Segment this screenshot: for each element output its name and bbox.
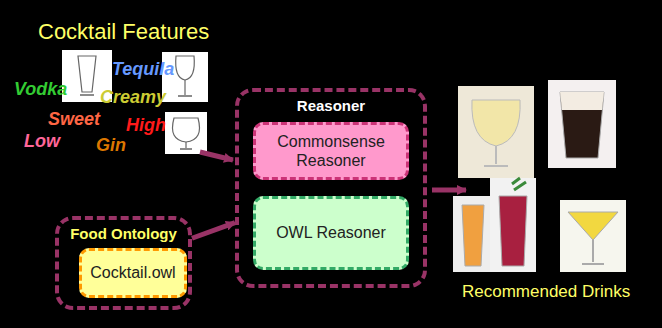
process-box: Commonsense Reasoner <box>253 122 409 180</box>
feature-word: High <box>126 116 166 136</box>
box-text: OWL Reasoner <box>276 223 386 242</box>
file-box: Cocktail.owl <box>79 248 187 298</box>
feature-word: Vodka <box>14 80 67 100</box>
flow-arrow <box>200 152 233 160</box>
diagram-title: Cocktail Features <box>38 20 209 44</box>
feature-word: Gin <box>96 136 126 156</box>
box-text: Cocktail.owl <box>90 263 175 282</box>
feature-word: Tequila <box>112 60 174 80</box>
feature-word: Low <box>24 132 60 152</box>
output-caption: Recommended Drinks <box>462 283 630 302</box>
flow-arrow <box>192 223 235 239</box>
feature-word: Creamy <box>100 88 166 108</box>
glass-pictures <box>62 50 208 154</box>
ontology-group: Food OntologyCocktail.owl <box>55 216 192 310</box>
flow-arrow <box>432 188 466 193</box>
group-title: Food Ontology <box>59 225 188 242</box>
box-text: Commonsense Reasoner <box>264 132 398 170</box>
group-title: Reasoner <box>239 97 423 114</box>
drink-pictures <box>453 80 626 272</box>
reasoner-group: ReasonerCommonsense ReasonerOWL Reasoner <box>235 88 427 288</box>
feature-word: Sweet <box>48 110 100 130</box>
process-box: OWL Reasoner <box>253 196 409 270</box>
